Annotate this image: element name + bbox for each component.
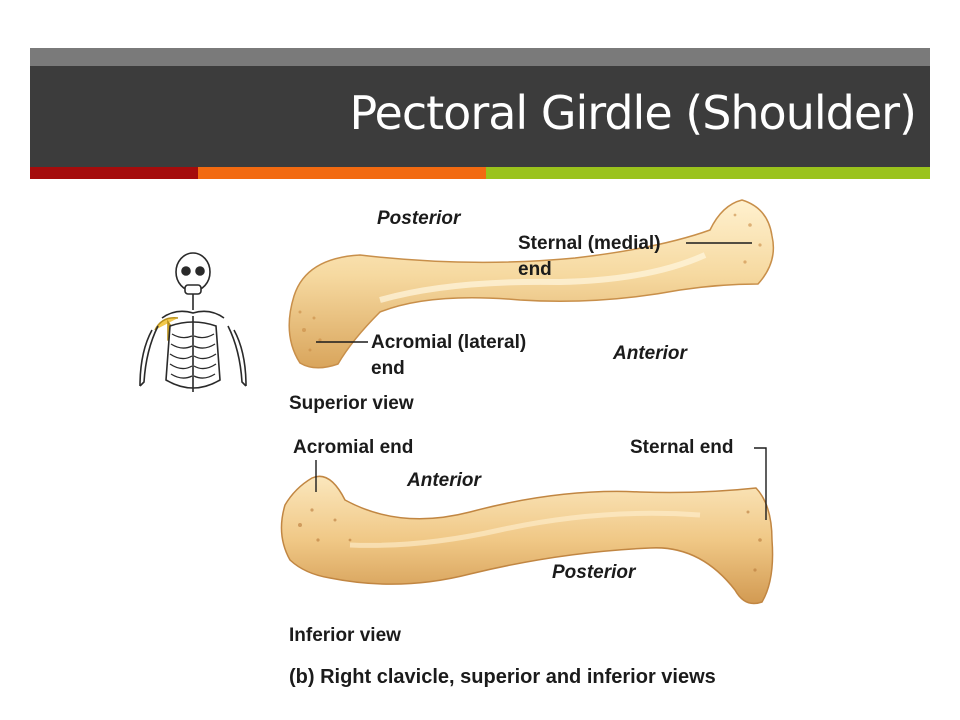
superior-view-label: Superior view	[289, 393, 414, 414]
title-bar-top-stripe	[30, 48, 930, 66]
superior-sternal-label-line1: Sternal (medial)	[518, 233, 661, 254]
accent-strip	[30, 167, 930, 179]
slide-title: Pectoral Girdle (Shoulder)	[349, 86, 917, 140]
title-bar: Pectoral Girdle (Shoulder)	[30, 66, 930, 167]
skeleton-thumbnail-icon	[139, 252, 247, 392]
accent-red	[30, 167, 198, 179]
superior-acromial-label-line2: end	[371, 358, 405, 379]
clavicle-superior-view	[288, 199, 775, 369]
superior-acromial-label-line1: Acromial (lateral)	[371, 332, 527, 353]
inferior-posterior-label: Posterior	[552, 562, 636, 583]
inferior-anterior-label: Anterior	[407, 470, 481, 491]
clavicle-inferior-view	[280, 475, 774, 605]
inferior-view-label: Inferior view	[289, 625, 401, 646]
inferior-acromial-label: Acromial end	[293, 437, 414, 458]
leader-lines	[315, 242, 767, 520]
superior-anterior-label: Anterior	[613, 343, 687, 364]
superior-posterior-label: Posterior	[377, 208, 461, 229]
superior-sternal-label-line2: end	[518, 259, 552, 280]
accent-orange	[198, 167, 486, 179]
inferior-sternal-label: Sternal end	[630, 437, 734, 458]
figure-caption: (b) Right clavicle, superior and inferio…	[289, 666, 716, 688]
accent-green	[486, 167, 930, 179]
